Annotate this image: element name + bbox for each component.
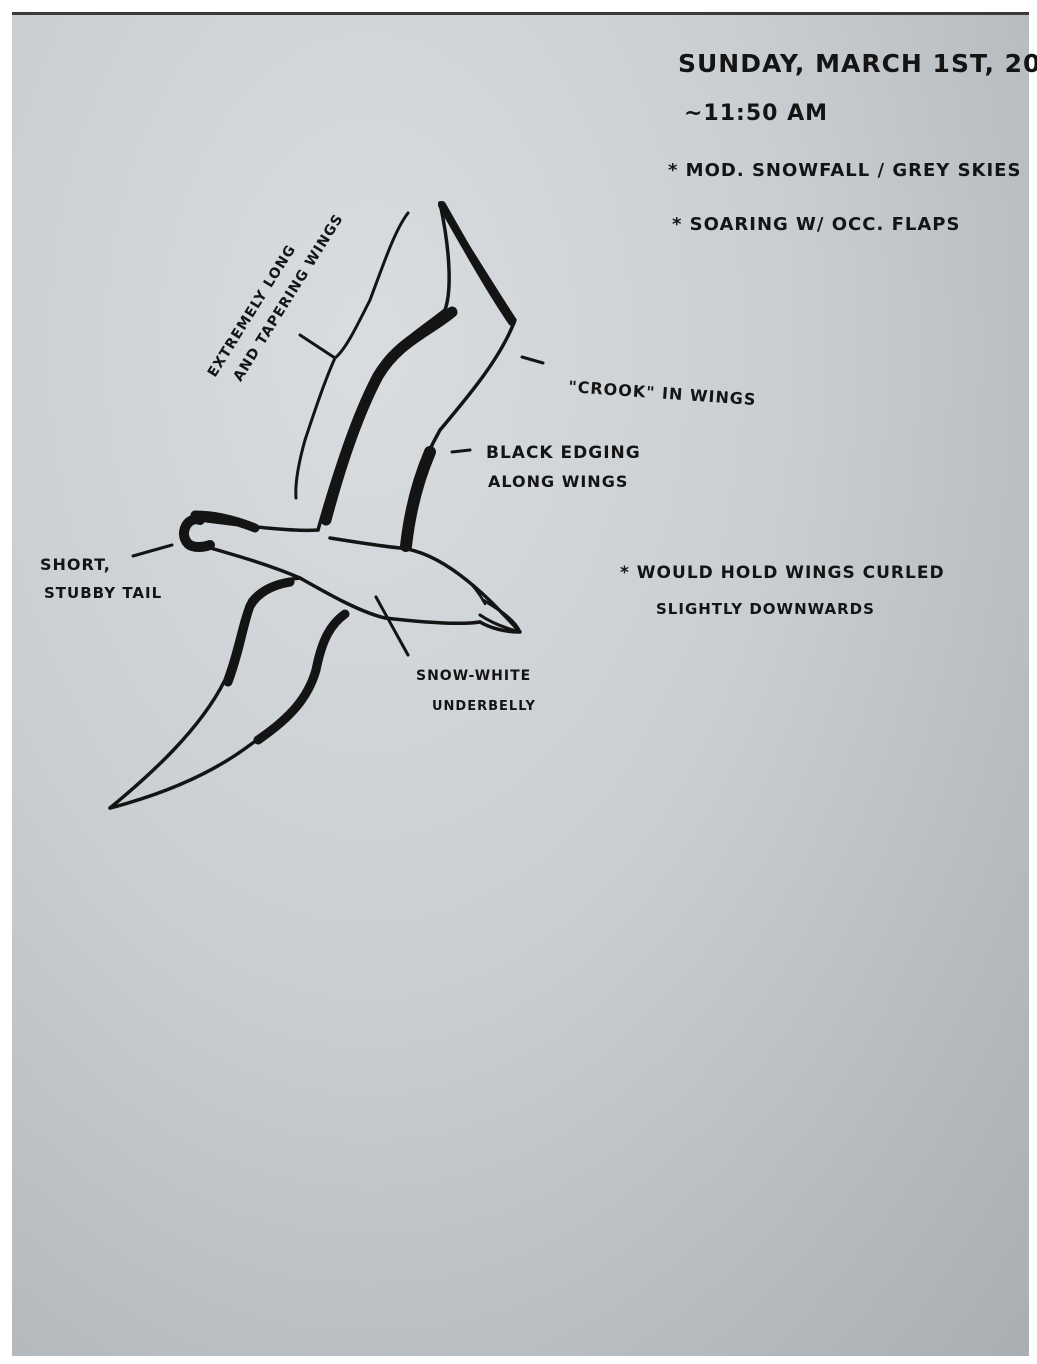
wings-bracket-pointer xyxy=(300,335,335,358)
belly-leader xyxy=(376,597,408,655)
edging-label-line2: ALONG WINGS xyxy=(488,472,628,491)
tail-label-line2: STUBBY TAIL xyxy=(44,584,162,602)
edging-leader xyxy=(452,450,470,452)
belly-label-line2: UNDERBELLY xyxy=(432,699,536,714)
tail-outline xyxy=(184,519,210,547)
wings-label-line2: AND TAPERING WINGS xyxy=(230,211,346,384)
flight-note: * SOARING W/ OCC. FLAPS xyxy=(672,214,960,235)
belly-label-line1: SNOW-WHITE xyxy=(416,668,531,684)
upper-wing-black-edging xyxy=(326,312,452,520)
upper-wing-rear-edging xyxy=(406,452,430,546)
crook-leader xyxy=(522,357,543,363)
wings-label-group: EXTREMELY LONG AND TAPERING WINGS xyxy=(205,198,347,392)
edging-label-line1: BLACK EDGING xyxy=(486,443,641,463)
tail-label-line1: SHORT, xyxy=(40,555,111,574)
weather-note: * MOD. SNOWFALL / GREY SKIES xyxy=(668,160,1021,181)
crook-label: "CROOK" IN WINGS xyxy=(568,377,757,409)
wing-curl-note-line1: * WOULD HOLD WINGS CURLED xyxy=(620,563,945,583)
upper-wing-trailing-edge xyxy=(405,203,515,548)
upper-wing xyxy=(318,203,515,548)
wing-curl-note-line2: SLIGHTLY DOWNWARDS xyxy=(656,600,875,618)
lower-wing-black-edging xyxy=(228,582,290,682)
body-belly-line xyxy=(200,545,480,623)
tail-leader xyxy=(133,545,172,556)
bird-drawing xyxy=(110,203,520,808)
upper-wing-tip-edging xyxy=(442,205,512,322)
lower-wing-rear-edging xyxy=(258,614,345,740)
bird-tail xyxy=(184,515,255,547)
date-heading: SUNDAY, MARCH 1ST, 2015 xyxy=(678,49,1037,78)
lower-wing xyxy=(110,578,345,808)
time-note: ~11:50 AM xyxy=(684,101,828,126)
